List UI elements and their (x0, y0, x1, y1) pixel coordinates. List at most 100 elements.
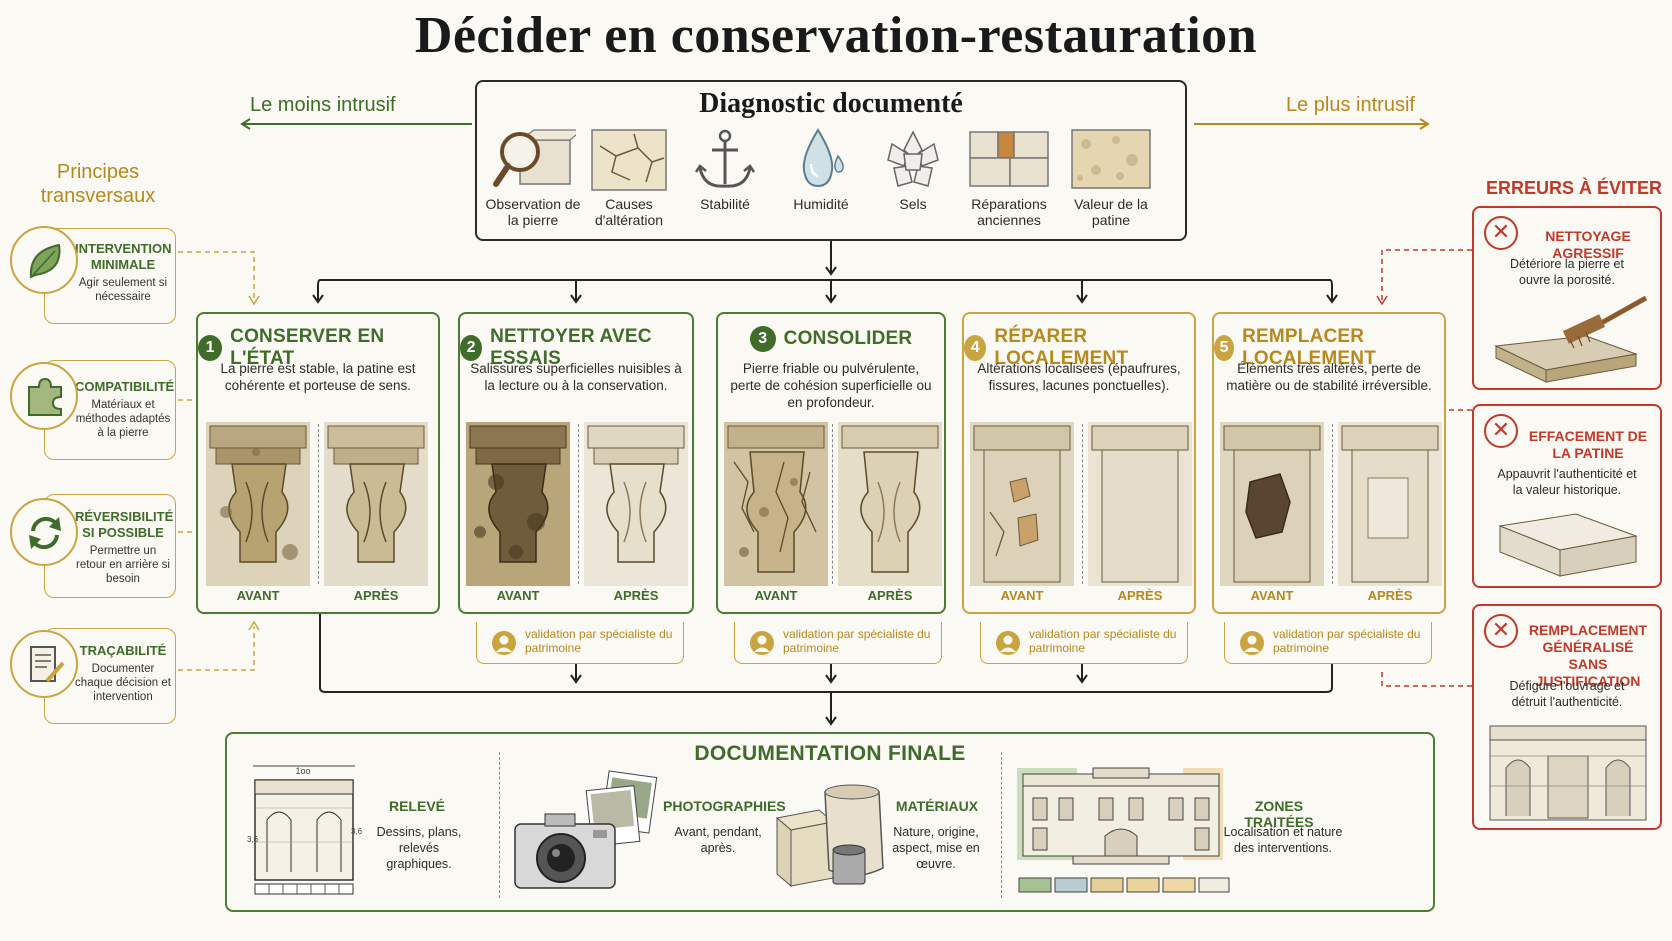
brush-scrubbing-stone-image (1494, 296, 1648, 383)
principle-title: TRAÇABILITÉ (79, 643, 167, 658)
pillar-repaired-after-image (1088, 422, 1192, 586)
diag-label: Humidité (793, 196, 849, 212)
final-documentation-box: DOCUMENTATION FINALE 1oo 3,6 3,6 RELEVÉ … (225, 732, 1435, 912)
anchor-icon (694, 129, 756, 188)
step-header: 4 RÉPARER LOCALEMENT (964, 326, 1194, 370)
final-item-title: PHOTOGRAPHIES (663, 798, 786, 814)
principles-heading: Principes transversaux (40, 161, 156, 207)
final-title: DOCUMENTATION FINALE (694, 742, 966, 765)
step-title: CONSERVER EN L'ÉTAT (230, 326, 385, 369)
before-label: AVANT (754, 588, 798, 603)
treated-zones-facade-image (1017, 767, 1230, 893)
error-x-icon: ✕ (1484, 414, 1518, 448)
after-label: APRÈS (1117, 588, 1163, 603)
error-desc: Détériore la pierre et ouvre la porosité… (1510, 257, 1624, 287)
step-number: 3 (749, 326, 776, 352)
puzzle-icon (28, 377, 62, 416)
final-item-title: RELEVÉ (388, 798, 445, 814)
diag-label: Causes d'altération (594, 196, 664, 228)
before-label: AVANT (496, 588, 540, 603)
principle-circle (10, 630, 78, 698)
error-generalized-replacement: ✕ REMPLACEMENT GÉNÉRALISÉ SANS JUSTIFICA… (1472, 604, 1662, 830)
step-desc: Altérations localisées (épaufrures, fiss… (977, 361, 1181, 393)
before-after-divider (578, 424, 579, 584)
specialist-icon (1240, 631, 1264, 655)
materials-samples-image (775, 784, 884, 888)
diag-stabilite: Stabilité (677, 126, 773, 212)
left-direction-arrow (240, 118, 472, 130)
step-desc: La pierre est stable, la patine est cohé… (220, 361, 416, 393)
error-x-icon: ✕ (1484, 216, 1518, 250)
consolidated-corbel-after-image (838, 422, 942, 586)
crumbling-corbel-before-image (724, 422, 828, 586)
validation-note: validation par spécialiste du patrimoine (980, 622, 1188, 664)
error-aggressive-cleaning: ✕ NETTOYAGE AGRESSIF Détériore la pierre… (1472, 206, 1662, 390)
step-desc: Pierre friable ou pulvérulente, perte de… (730, 361, 932, 410)
before-label: AVANT (236, 588, 280, 603)
error-title: REMPLACEMENT GÉNÉRALISÉ SANS JUSTIFICATI… (1528, 622, 1648, 689)
after-label: APRÈS (613, 588, 659, 603)
before-label: AVANT (1250, 588, 1294, 603)
before-label: AVANT (1000, 588, 1044, 603)
leaf-icon (29, 243, 61, 279)
replaced-facade-image (1489, 725, 1647, 821)
scrubbed-block-image (1498, 513, 1638, 577)
step-consolider: 3 CONSOLIDER Pierre friable ou pulvérule… (716, 312, 946, 614)
specialist-icon (750, 631, 774, 655)
water-drop-icon (802, 128, 844, 188)
after-label: APRÈS (1367, 588, 1413, 603)
page-title: Décider en conservation-restauration (414, 7, 1258, 64)
specialist-icon (492, 631, 516, 655)
final-item-desc: Localisation et nature des interventions… (1223, 825, 1343, 855)
diag-label: Réparations anciennes (971, 196, 1047, 228)
after-label: APRÈS (353, 588, 399, 603)
dimension-left: 3,6 (247, 835, 259, 844)
stone-corbel-after-image (324, 422, 428, 586)
validation-text: validation par spécialiste du patrimoine (1029, 627, 1177, 655)
error-title: NETTOYAGE AGRESSIF (1545, 228, 1631, 261)
error-patina-erasure: ✕ EFFACEMENT DE LA PATINE Appauvrit l'au… (1472, 404, 1662, 588)
errors-heading: ERREURS À ÉVITER (1486, 178, 1663, 198)
magnifier-stone-icon (493, 129, 576, 187)
validation-note: validation par spécialiste du patrimoine (734, 622, 942, 664)
after-label: APRÈS (867, 588, 913, 603)
diag-causes: Causes d'altération (581, 126, 677, 228)
step-number: 5 (1214, 335, 1235, 361)
step-header: 3 CONSOLIDER (718, 326, 944, 352)
cycle-arrows-icon (29, 516, 61, 550)
clean-corbel-after-image (584, 422, 688, 586)
validation-note: validation par spécialiste du patrimoine (1224, 622, 1432, 664)
diag-label: Sels (899, 196, 927, 212)
principle-title: INTERVENTION MINIMALE (75, 241, 172, 272)
document-pen-icon (30, 646, 65, 683)
step-number: 4 (964, 335, 987, 361)
principle-desc: Documenter chaque décision et interventi… (75, 663, 171, 703)
final-item-title: MATÉRIAUX (895, 798, 979, 814)
diag-sels: Sels (865, 126, 961, 212)
cracked-stone-icon (591, 129, 667, 191)
step-title: NETTOYER AVEC ESSAIS (490, 326, 652, 369)
step-header: 1 CONSERVER EN L'ÉTAT (198, 326, 438, 370)
error-x-icon: ✕ (1484, 614, 1518, 648)
step-desc: Salissures superficielles nuisibles à la… (470, 361, 682, 393)
principle-title: RÉVERSIBILITÉ SI POSSIBLE (75, 509, 174, 540)
diag-observation: Observation de la pierre (485, 126, 581, 228)
step-desc: Éléments très altérés, perte de matière … (1226, 361, 1432, 393)
principle-circle (10, 362, 78, 430)
before-after-divider (832, 424, 833, 584)
principle-desc: Matériaux et méthodes adaptés à la pierr… (75, 399, 171, 439)
principle-desc: Permettre un retour en arrière si besoin (76, 545, 170, 585)
final-item-desc: Avant, pendant, après. (674, 825, 762, 855)
direction-most-intrusive: Le plus intrusif (1286, 94, 1415, 116)
principle-circle (10, 498, 78, 566)
step-title: REMPLACER LOCALEMENT (1242, 326, 1377, 369)
stone-corbel-before-image (206, 422, 310, 586)
patina-stone-icon (1071, 129, 1151, 189)
before-after-divider (1332, 424, 1333, 584)
error-desc: Défigure l'ouvrage et détruit l'authenti… (1509, 679, 1625, 709)
pillar-lacunae-before-image (970, 422, 1074, 586)
diag-label: Stabilité (700, 196, 750, 212)
final-item-desc: Nature, origine, aspect, mise en œuvre. (892, 825, 980, 871)
error-title: EFFACEMENT DE LA PATINE (1528, 428, 1648, 461)
principle-circle (10, 226, 78, 294)
